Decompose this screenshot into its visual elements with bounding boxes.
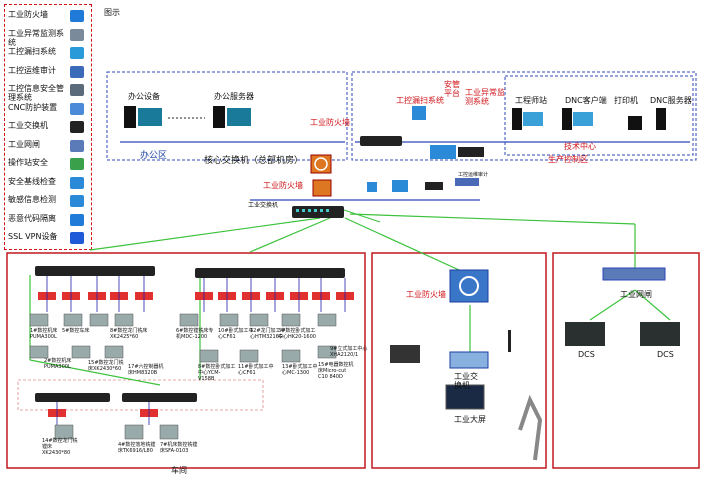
office-devices-label: 办公设备 [128, 92, 160, 101]
dnc-server-label: DNC服务器 [650, 96, 692, 105]
shield-icon [70, 158, 84, 170]
production-zone-label: 生产控制区 [548, 155, 588, 164]
legend-item: 工业交换机 [8, 121, 96, 133]
audit-small-label: 工控运维审计 [458, 172, 489, 178]
legend-item-label: 恶意代码隔离 [8, 213, 56, 223]
legend-item-label: 敏感信息检测 [8, 195, 56, 204]
industrial-screen-label: 工业大屏 [454, 415, 486, 424]
legend-item: 恶意代码隔离 [8, 213, 96, 226]
core-industrial-switch-label: 工业交换机 [248, 202, 279, 209]
dnc-client-label: DNC客户端 [565, 96, 607, 105]
cnc-guard-icon [70, 102, 84, 115]
dcs-label-1: DCS [578, 350, 595, 359]
security-platform-label: 安管平台 [444, 80, 460, 98]
legend-item-label: CNC防护装置 [8, 102, 58, 112]
scan-system-label: 工控漏扫系统 [396, 96, 444, 105]
office-zone-label: 办公区 [140, 151, 168, 161]
legend-item: 工业异常监测系统 [8, 28, 96, 47]
legend-item-label: 工业异常监测系统 [8, 28, 64, 47]
malware-icon [70, 213, 84, 226]
legend-item: CNC防护装置 [8, 102, 96, 115]
legend-item: SSL VPN设备 [8, 232, 96, 244]
server-icon [70, 84, 84, 96]
machine-label: 8#数控龙门铣床XK2425*60 [110, 328, 148, 340]
workshop-label: 车间 [171, 466, 187, 475]
audit-icon [70, 65, 84, 78]
machine-label: 11#卧式加工中心CF61 [238, 364, 274, 376]
baseline-icon [70, 176, 84, 189]
machine-label: 15#电器数控机床Micro-cut C10 840D [318, 362, 354, 380]
legend-item-label: SSL VPN设备 [8, 232, 58, 241]
machine-label: 6#数控镗铣床专机MDC-1200 [176, 328, 214, 340]
control-firewall-label: 工业防火墙 [406, 290, 446, 299]
legend-item-label: 工业交换机 [8, 121, 48, 130]
machine-label: 5#数控车床 [62, 328, 90, 334]
legend-item: 工控运维审计 [8, 65, 96, 78]
core-switch-label: 核心交换机（总部机房） [204, 156, 304, 166]
legend-item-label: 工控漏扫系统 [8, 47, 56, 56]
printer-label: 打印机 [614, 96, 638, 105]
switch-icon [70, 121, 84, 133]
legend-item: 工控漏扫系统 [8, 47, 96, 59]
control-switch-label: 工业交换机 [454, 372, 478, 390]
machine-label: 13#卧式加工中心MC-1300 [282, 364, 318, 376]
legend-item-label: 工业防火墙 [8, 10, 48, 19]
legend-item-label: 工业网闸 [8, 139, 40, 149]
scanner-icon [70, 47, 84, 59]
legend-item: 敏感信息检测 [8, 195, 96, 207]
engineer-station-label: 工程师站 [515, 96, 547, 105]
machine-label: 15#数控龙门铣床XK2430*60 [88, 360, 124, 372]
legend-item-label: 安全基线检查 [8, 176, 56, 186]
legend-item-label: 工控信息安全管理系统 [8, 84, 64, 102]
legend-item: 工控信息安全管理系统 [8, 84, 96, 102]
core-firewall-label-2: 工业防火墙 [263, 181, 303, 190]
monitor-icon [70, 28, 84, 41]
dcs-gateway-label: 工业网闸 [620, 290, 652, 299]
machine-label: 14#数控龙门铣镗床XK2430*80 [42, 438, 78, 456]
anomaly-monitor-label: 工业异常监测系统 [465, 88, 505, 106]
machine-label: 17#六控制器机床HM8320B [128, 364, 164, 376]
machine-label: 1#数控机床PUMA300L [30, 328, 58, 340]
legend-item: 工业网闸 [8, 139, 96, 152]
legend-item: 安全基线检查 [8, 176, 96, 189]
machine-label: 10#卧式加工中心CF61 [218, 328, 254, 340]
machine-label: 8#数控卧式加工中心YCM-V158B [198, 364, 236, 382]
machine-label: 3#数控卧式加工中心HK20-1600 [278, 328, 316, 340]
detect-icon [70, 195, 84, 207]
vpn-icon [70, 232, 84, 244]
legend-title: 图示 [104, 8, 120, 17]
legend-panel [4, 4, 92, 250]
machine-label: 9#立式加工中心XHA2120/1 [330, 346, 368, 358]
dcs-label-2: DCS [657, 350, 674, 359]
office-servers-label: 办公服务器 [214, 92, 254, 101]
firewall-icon [70, 10, 84, 22]
legend-item: 操作站安全 [8, 158, 96, 170]
tech-center-label: 技术中心 [564, 142, 596, 151]
machine-label: 2#数控机床PUMA300L [44, 358, 72, 370]
legend-item: 工业防火墙 [8, 10, 96, 22]
core-firewall-label-1: 工业防火墙 [310, 118, 350, 127]
legend-item-label: 工控运维审计 [8, 65, 56, 75]
gateway-icon [70, 139, 84, 152]
legend-item-label: 操作站安全 [8, 158, 48, 167]
machine-label: 12#龙门加工中心HTM3216G [250, 328, 286, 340]
machine-label: 7#机床数控铣镗床SFA-0103 [160, 442, 198, 454]
machine-label: 4#数控落地铣镗床TK6916/L80 [118, 442, 156, 454]
